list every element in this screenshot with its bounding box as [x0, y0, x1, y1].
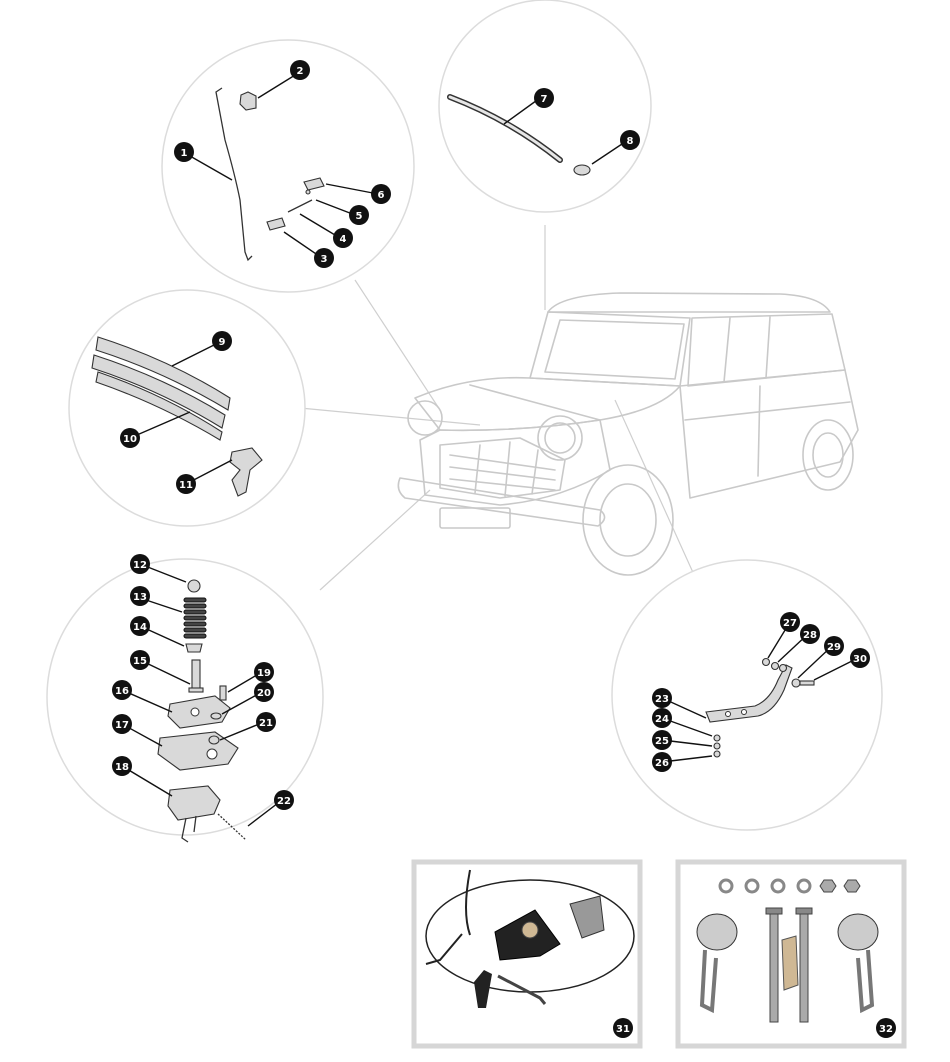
mini-car-illustration [397, 292, 859, 576]
callout-28: 28 [800, 624, 820, 644]
callout-32: 32 [876, 1018, 896, 1038]
svg-text:29: 29 [827, 642, 841, 653]
kit-box-bonnet-pins [675, 859, 907, 1049]
svg-text:12: 12 [133, 560, 147, 571]
callout-21: 21 [256, 712, 276, 732]
callout-14: 14 [130, 616, 150, 636]
svg-text:8: 8 [627, 136, 634, 147]
callout-3: 3 [314, 248, 334, 268]
callout-18: 18 [112, 756, 132, 776]
svg-text:13: 13 [133, 592, 147, 603]
kit-box-release-cable [411, 859, 643, 1049]
svg-text:9: 9 [219, 337, 226, 348]
callout-2: 2 [290, 60, 310, 80]
callout-1: 1 [174, 142, 194, 162]
svg-text:1: 1 [181, 148, 188, 159]
callout-20: 20 [254, 682, 274, 702]
svg-text:23: 23 [655, 694, 669, 705]
callouts: 1 2 3 4 5 6 7 8 9 10 11 12 13 14 15 16 1… [112, 60, 896, 1038]
svg-text:20: 20 [257, 688, 271, 699]
callout-7: 7 [534, 88, 554, 108]
callout-27: 27 [780, 612, 800, 632]
callout-13: 13 [130, 586, 150, 606]
callout-12: 12 [130, 554, 150, 574]
callout-9: 9 [212, 331, 232, 351]
svg-text:2: 2 [297, 66, 304, 77]
bonnet-lock-parts [157, 579, 247, 843]
callout-26: 26 [652, 752, 672, 772]
callout-25: 25 [652, 730, 672, 750]
svg-text:30: 30 [853, 654, 867, 665]
callout-29: 29 [824, 636, 844, 656]
svg-text:7: 7 [541, 94, 548, 105]
svg-text:32: 32 [879, 1024, 893, 1035]
svg-text:28: 28 [803, 630, 817, 641]
bonnet-seal-parts [447, 94, 591, 176]
callout-6: 6 [371, 184, 391, 204]
svg-text:4: 4 [340, 234, 347, 245]
svg-text:24: 24 [655, 714, 669, 725]
svg-text:14: 14 [133, 622, 147, 633]
callout-24: 24 [652, 708, 672, 728]
bonnet-hinge-parts [705, 657, 815, 758]
svg-text:19: 19 [257, 668, 271, 679]
svg-text:21: 21 [259, 718, 273, 729]
bonnet-stay-parts [215, 87, 325, 262]
svg-text:31: 31 [616, 1024, 630, 1035]
svg-text:16: 16 [115, 686, 129, 697]
callout-16: 16 [112, 680, 132, 700]
svg-text:17: 17 [115, 720, 129, 731]
callout-4: 4 [333, 228, 353, 248]
connector-lines [299, 225, 701, 591]
callout-15: 15 [130, 650, 150, 670]
svg-text:5: 5 [356, 211, 363, 222]
callout-23: 23 [652, 688, 672, 708]
callout-19: 19 [254, 662, 274, 682]
svg-text:15: 15 [133, 656, 147, 667]
callout-22: 22 [274, 790, 294, 810]
callout-30: 30 [850, 648, 870, 668]
callout-17: 17 [112, 714, 132, 734]
callout-10: 10 [120, 428, 140, 448]
svg-text:26: 26 [655, 758, 669, 769]
svg-text:18: 18 [115, 762, 129, 773]
callout-11: 11 [176, 474, 196, 494]
callout-8: 8 [620, 130, 640, 150]
svg-text:10: 10 [123, 434, 137, 445]
zoom-circle-bonnet-stay [161, 39, 415, 293]
svg-text:6: 6 [378, 190, 385, 201]
callout-31: 31 [613, 1018, 633, 1038]
bonnet-buffer-parts [91, 336, 263, 497]
svg-text:11: 11 [179, 480, 193, 491]
svg-text:3: 3 [321, 254, 328, 265]
callout-5: 5 [349, 205, 369, 225]
svg-text:27: 27 [783, 618, 797, 629]
svg-text:25: 25 [655, 736, 669, 747]
svg-text:22: 22 [277, 796, 291, 807]
